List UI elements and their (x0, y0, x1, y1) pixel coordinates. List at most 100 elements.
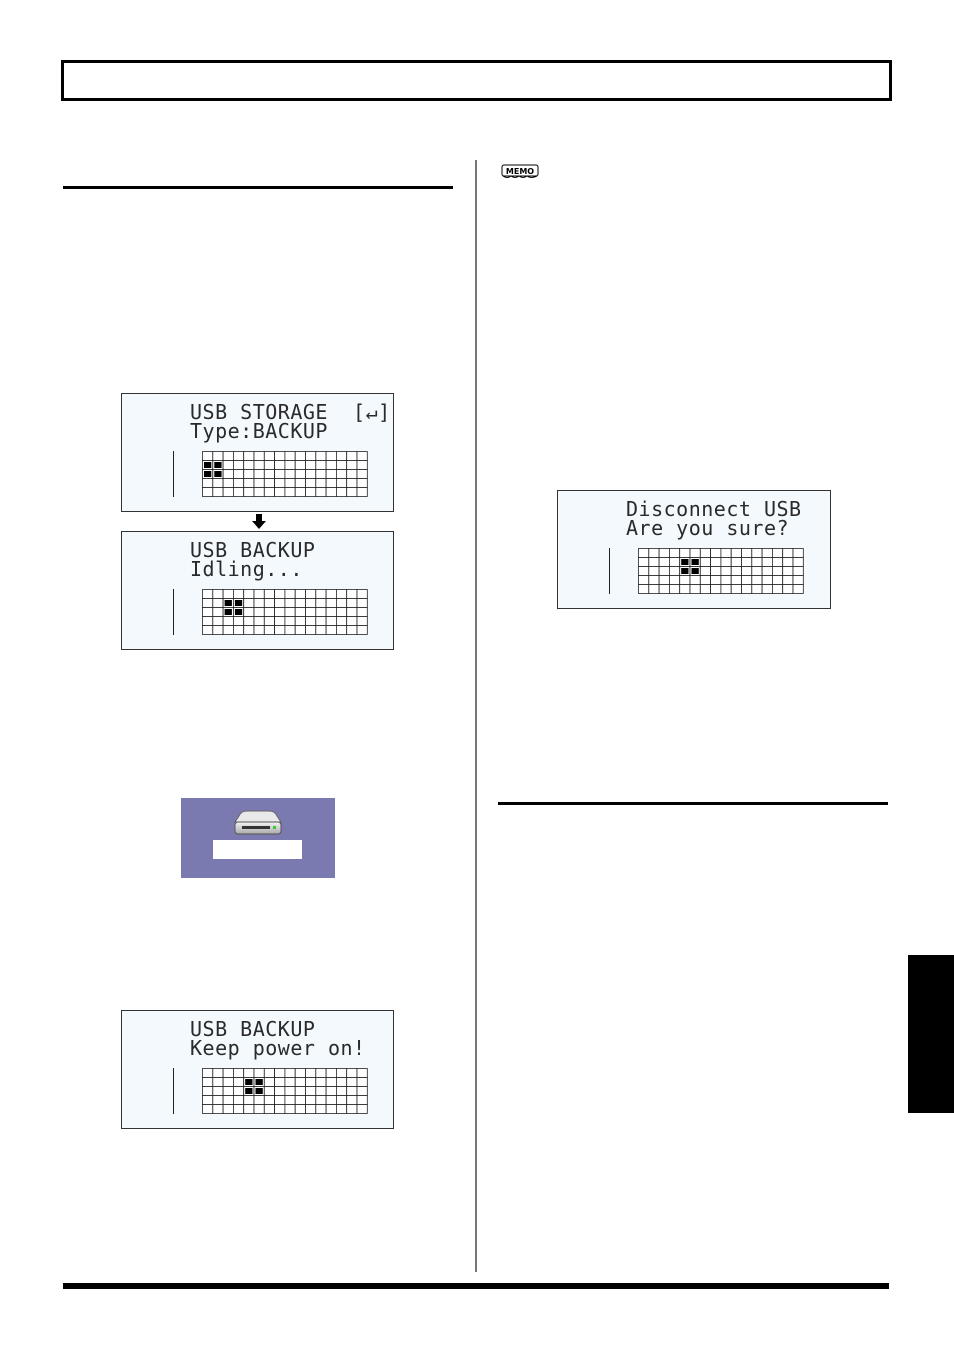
lcd-screen-disconnect-usb: Disconnect USB Are you sure? (557, 490, 831, 609)
lcd-grid-cell (710, 584, 722, 594)
lcd-grid-cell (658, 566, 670, 576)
lcd-grid-cell (710, 548, 722, 558)
lcd-grid-cell (232, 1104, 245, 1114)
lcd-grid-cell (720, 584, 732, 594)
lcd-grid-cell (274, 589, 286, 599)
lcd-grid-cell (232, 451, 245, 461)
lcd-grid-cell (710, 566, 722, 576)
lcd-grid-cell (212, 616, 224, 626)
lcd-grid-cell (305, 625, 317, 635)
lcd-grid-cell (335, 1104, 348, 1114)
lcd-grid-cell (263, 478, 275, 488)
lcd-grid-cell (325, 487, 337, 497)
lcd-grid-cell (648, 557, 660, 567)
lcd-grid-cell (346, 469, 358, 479)
footer-rule (63, 1283, 889, 1289)
lcd-grid-cell (263, 487, 275, 497)
lcd-grid-cell (792, 548, 804, 558)
lcd-grid-cell (305, 469, 317, 479)
lcd-grid-cell (253, 1095, 265, 1105)
lcd-grid-cell (284, 589, 296, 599)
lcd-grid-cell (305, 478, 317, 488)
lcd-grid-cell (294, 1095, 306, 1105)
lcd-grid-cell (222, 487, 234, 497)
lcd-grid-cell (335, 451, 348, 461)
lcd-grid-cell (305, 460, 317, 470)
lcd-grid-cell (274, 598, 286, 608)
lcd-grid-cell (263, 1104, 275, 1114)
lcd-grid-cell (274, 1095, 286, 1105)
lcd-grid-cell (325, 1086, 337, 1096)
lcd-grid-cell (356, 607, 368, 617)
lcd-grid-cell (294, 460, 306, 470)
lcd-grid-cell (305, 607, 317, 617)
lcd-cursor-block (224, 609, 232, 615)
lcd-grid-cell (638, 584, 650, 594)
section-rule-left (63, 186, 453, 189)
lcd-grid-cell (294, 469, 306, 479)
lcd-grid-cell (243, 451, 255, 461)
lcd-grid-cell (263, 1077, 275, 1087)
lcd-grid-cell (356, 1068, 368, 1078)
lcd-grid-cell (284, 607, 296, 617)
lcd-grid-cell (274, 1077, 286, 1087)
lcd-grid-cell (730, 584, 742, 594)
lcd-grid-cell (202, 487, 214, 497)
lcd-cursor-block (214, 471, 222, 477)
lcd-grid-cell (294, 1068, 306, 1078)
lcd-grid-cell (782, 566, 794, 576)
lcd-cursor-block (245, 1079, 253, 1085)
lcd-grid-cell (294, 478, 306, 488)
lcd-grid-cell (710, 557, 722, 567)
lcd-line-1: USB BACKUP (190, 538, 316, 562)
lcd-grid-cell (771, 557, 784, 567)
lcd-grid-cell (232, 1068, 245, 1078)
lcd-line-1: Disconnect USB (626, 497, 802, 521)
lcd-grid-cell (792, 584, 804, 594)
lcd-grid-cell (305, 616, 317, 626)
lcd-grid-cell (689, 548, 701, 558)
lcd-grid-cell (356, 1104, 368, 1114)
lcd-grid-cell (232, 478, 245, 488)
removable-drive-tile[interactable] (181, 798, 335, 878)
lcd-grid-cell (263, 1095, 275, 1105)
lcd-grid-cell (232, 616, 245, 626)
lcd-grid-cell (325, 478, 337, 488)
lcd-grid-cell (741, 566, 753, 576)
lcd-grid-cell (668, 548, 681, 558)
lcd-screen-usb-storage: USB STORAGE [↵] Type:BACKUP (121, 393, 394, 512)
lcd-grid-cell (356, 487, 368, 497)
lcd-grid-cell (274, 1104, 286, 1114)
page-header-frame (61, 60, 892, 101)
lcd-grid-cell (202, 616, 214, 626)
lcd-grid-cell (212, 598, 224, 608)
lcd-grid-cell (222, 460, 234, 470)
lcd-cursor-block (681, 559, 689, 565)
lcd-grid-cell (658, 575, 670, 585)
lcd-cursor-block (255, 1088, 263, 1094)
lcd-grid-cell (212, 589, 224, 599)
lcd-grid-cell (305, 1104, 317, 1114)
lcd-grid-cell (294, 589, 306, 599)
lcd-grid-cell (294, 598, 306, 608)
lcd-grid-cell (315, 469, 327, 479)
lcd-grid-cell (284, 1095, 296, 1105)
lcd-grid-cell (335, 1095, 348, 1105)
lcd-grid-cell (243, 469, 255, 479)
lcd-line-2: Type:BACKUP (190, 419, 328, 443)
lcd-grid-cell (325, 1095, 337, 1105)
lcd-grid-cell (346, 1104, 358, 1114)
lcd-grid-cell (751, 584, 763, 594)
lcd-grid-cell (263, 589, 275, 599)
lcd-grid-cell (274, 1086, 286, 1096)
lcd-grid-cell (232, 1077, 245, 1087)
svg-text:MEMO: MEMO (506, 167, 534, 176)
lcd-grid-cell (232, 460, 245, 470)
lcd-grid-cell (751, 575, 763, 585)
lcd-grid-cell (325, 469, 337, 479)
lcd-grid-cell (792, 557, 804, 567)
lcd-grid-cell (325, 1104, 337, 1114)
lcd-grid-cell (202, 1104, 214, 1114)
lcd-grid-cell (668, 575, 681, 585)
lcd-cursor-block (681, 568, 689, 574)
